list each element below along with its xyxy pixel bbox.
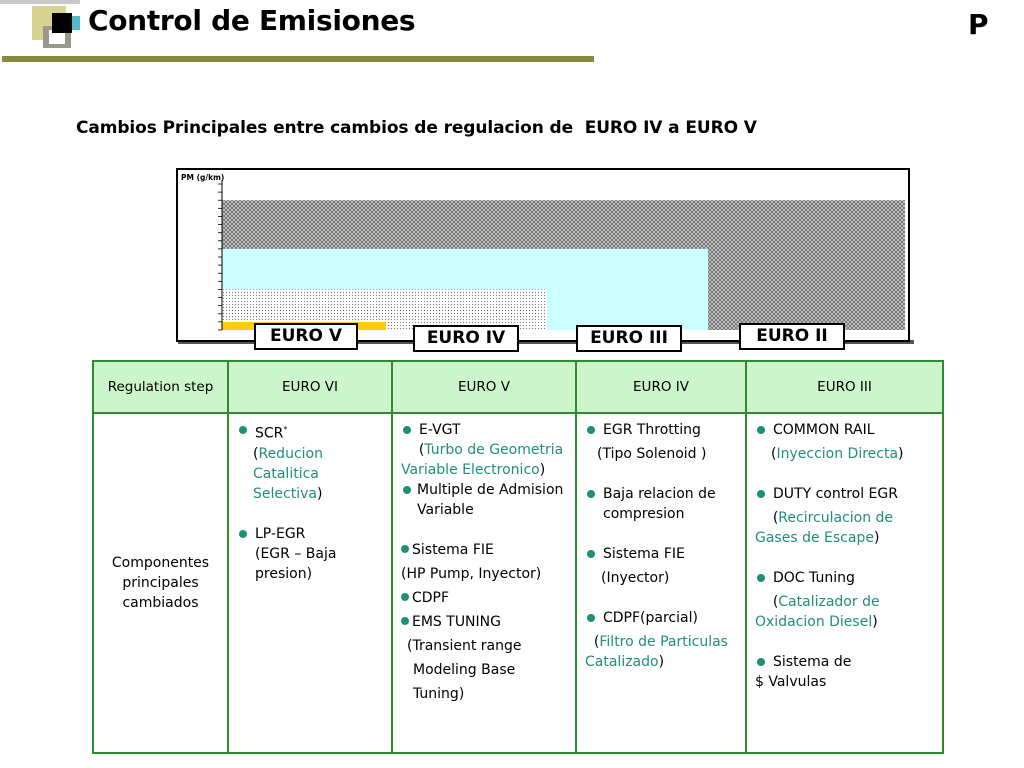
header-euro-iii: EURO III	[745, 360, 944, 414]
list-item-detail: (Tipo Solenoid )	[597, 446, 707, 462]
list-item: Multiple de Admision Variable	[401, 480, 571, 520]
list-item: EMS TUNING	[401, 612, 571, 632]
list-item-detail: (Turbo de Geometria Variable Electronico…	[401, 442, 564, 478]
list-item-detail: (Transient range	[407, 638, 522, 654]
header-euro-v: EURO V	[391, 360, 577, 414]
bullet-dot-icon	[401, 545, 409, 553]
chart-shadow	[178, 340, 914, 344]
bullet-dot-icon	[239, 529, 247, 538]
logo-squares-icon	[0, 0, 80, 60]
table-row: Componentes principales cambiados SCR* (…	[92, 412, 944, 754]
bullet-dot-icon	[587, 490, 595, 498]
cell-euro-v: E-VGT (Turbo de Geometria Variable Elect…	[391, 412, 577, 754]
bullet-dot-icon	[403, 486, 411, 494]
list-item-detail: (Inyector)	[601, 570, 670, 586]
bullet-dot-icon	[401, 593, 409, 601]
bullet-dot-icon	[239, 426, 247, 434]
header-rule-top	[0, 0, 80, 4]
list-item-detail: $ Valvulas	[755, 674, 827, 690]
bullet-dot-icon	[401, 617, 409, 625]
page-letter: P	[968, 8, 989, 41]
list-item-detail: (Catalizador de Oxidacion Diesel)	[755, 594, 880, 630]
cell-euro-iii: COMMON RAIL (Inyeccion Directa) DUTY con…	[745, 412, 944, 754]
list-item: CDPF(parcial)	[585, 608, 741, 628]
chart-label-euro-ii: EURO II	[739, 323, 845, 350]
pm-chart: PM (g/km)	[181, 173, 905, 331]
bullet-dot-icon	[757, 658, 765, 666]
chart-label-euro-v: EURO V	[254, 323, 358, 350]
bullet-dot-icon	[587, 614, 595, 622]
list-item: CDPF	[401, 588, 571, 608]
cell-euro-iv: EGR Throtting (Tipo Solenoid ) Baja rela…	[575, 412, 747, 754]
list-item: Sistema FIE	[585, 544, 741, 564]
list-item-detail: (Inyeccion Directa)	[771, 446, 904, 462]
chart-label-euro-iv: EURO IV	[413, 325, 519, 352]
regulation-table: Regulation step EURO VI EURO V EURO IV E…	[92, 360, 944, 754]
chart-ylabel: PM (g/km)	[181, 173, 224, 182]
list-item: EGR Throtting	[585, 420, 741, 440]
bullet-dot-icon	[587, 426, 595, 434]
list-item-detail: (Reducion Catalitica Selectiva)	[253, 445, 323, 502]
list-item: LP-EGR	[237, 524, 387, 544]
title-underline	[2, 56, 594, 62]
list-item-detail: Modeling Base	[413, 662, 516, 678]
header-euro-iv: EURO IV	[575, 360, 747, 414]
slide-subtitle: Cambios Principales entre cambios de reg…	[76, 118, 757, 138]
list-item-detail: Tuning)	[413, 686, 465, 702]
header-regulation-step: Regulation step	[92, 360, 229, 414]
list-item: E-VGT	[401, 420, 571, 440]
bullet-dot-icon	[757, 574, 765, 582]
bullet-dot-icon	[403, 426, 411, 434]
chart-label-euro-iii: EURO III	[576, 325, 682, 352]
table-header-row: Regulation step EURO VI EURO V EURO IV E…	[92, 360, 944, 414]
cell-euro-vi: SCR* (Reducion Catalitica Selectiva) LP-…	[227, 412, 393, 754]
list-item-detail: (Recirculacion de Gases de Escape)	[755, 510, 894, 546]
bullet-dot-icon	[757, 490, 765, 498]
list-item-detail: (EGR – Baja presion)	[255, 545, 337, 582]
bullet-dot-icon	[587, 550, 595, 558]
row-label-componentes: Componentes principales cambiados	[92, 412, 229, 754]
list-item: COMMON RAIL	[755, 420, 938, 440]
list-item: Sistema FIE	[401, 540, 571, 560]
list-item: Sistema de	[755, 652, 938, 672]
header-euro-vi: EURO VI	[227, 360, 393, 414]
bullet-dot-icon	[757, 426, 765, 434]
page-title: Control de Emisiones	[88, 4, 416, 37]
list-item: DUTY control EGR	[755, 484, 938, 504]
list-item-detail: (Filtro de Particulas Catalizado)	[585, 634, 728, 670]
list-item: SCR*	[237, 420, 387, 444]
list-item-detail: (HP Pump, Inyector)	[401, 566, 542, 582]
list-item: DOC Tuning	[755, 568, 938, 588]
list-item: Baja relacion de compresion	[585, 484, 741, 524]
